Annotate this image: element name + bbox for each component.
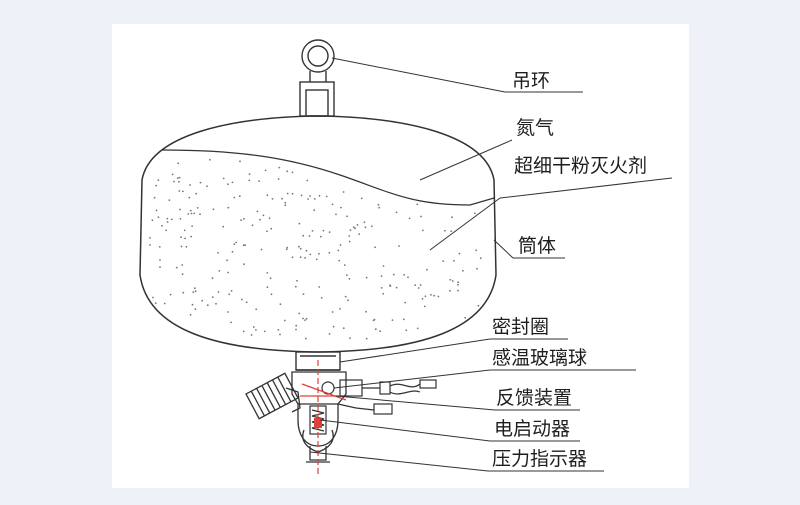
label-lifting-ring: 吊环 xyxy=(512,70,551,92)
pressure-gauge xyxy=(245,372,301,420)
diagram-panel xyxy=(112,24,689,488)
cylinder-body xyxy=(139,115,497,353)
red-accents xyxy=(300,360,347,475)
label-ultrafine-powder: 超细干粉灭火剂 xyxy=(514,155,648,177)
lifting-ring xyxy=(299,39,335,117)
label-electric-actuator: 电启动器 xyxy=(494,418,571,440)
label-seal-ring: 密封圈 xyxy=(492,316,550,338)
label-glass-bulb: 感温玻璃球 xyxy=(492,347,588,369)
label-feedback-device: 反馈装置 xyxy=(496,387,573,409)
leader-lines xyxy=(309,57,673,472)
label-nitrogen: 氮气 xyxy=(516,117,555,139)
label-pressure-indicator: 压力指示器 xyxy=(492,448,588,470)
valve-head xyxy=(291,371,347,463)
powder-dots xyxy=(149,158,482,340)
label-cylinder-body: 筒体 xyxy=(518,235,557,257)
